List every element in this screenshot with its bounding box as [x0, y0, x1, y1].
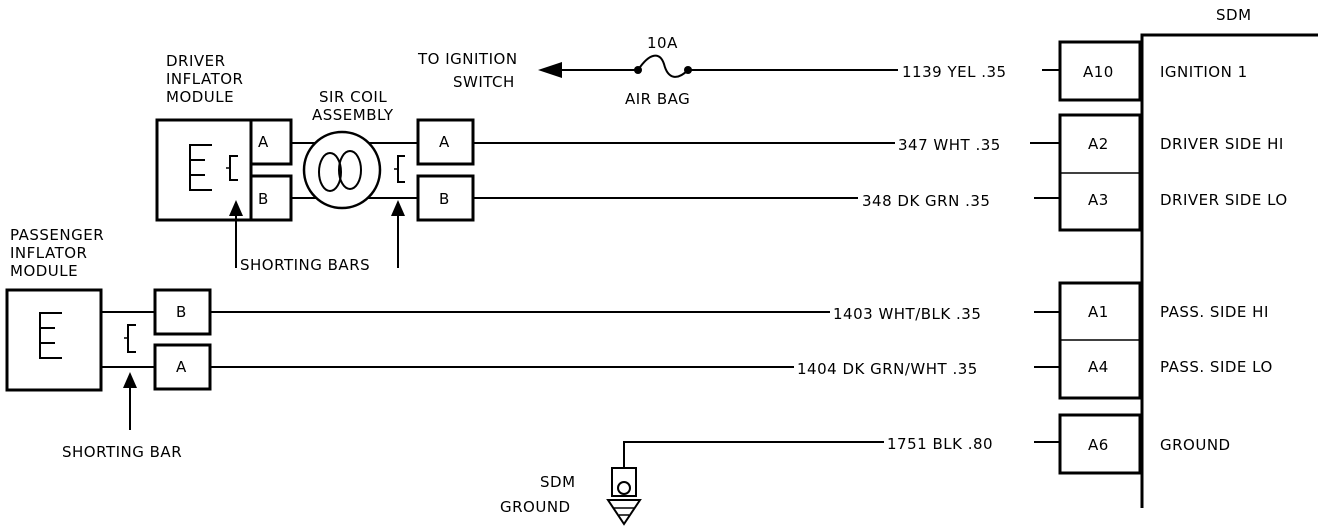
ground-icon — [606, 499, 642, 526]
sdm-connector-a10 — [1058, 40, 1142, 102]
driver-module-pin-a-box — [249, 118, 293, 166]
shorting-bars-label: SHORTING BARS — [240, 256, 370, 274]
shorting-bar-label: SHORTING BAR — [62, 443, 182, 461]
sir-coil-label-line2: ASSEMBLY — [312, 106, 394, 124]
passenger-module-pin-b-box — [153, 288, 212, 336]
driver-module-label-line3: MODULE — [166, 88, 234, 106]
wire-1751 — [623, 441, 884, 468]
passenger-module-label-line1: PASSENGER — [10, 226, 104, 244]
wire-label-347: 347 WHT .35 — [898, 136, 1001, 154]
passenger-circuit-wires: 1403 WHT/BLK .35 1404 DK GRN/WHT .35 — [210, 305, 1060, 378]
arrow-up-icon — [123, 372, 137, 388]
driver-module-pin-a: A — [258, 133, 269, 151]
shorting-bars-callout: SHORTING BARS — [229, 200, 405, 274]
sdm-function-ignition-1: IGNITION 1 — [1160, 63, 1248, 81]
passenger-inflator-module: PASSENGER INFLATOR MODULE B A — [5, 226, 212, 392]
sdm-title: SDM — [1216, 6, 1252, 24]
shorting-bar-callout: SHORTING BAR — [62, 372, 182, 461]
fuse-icon — [637, 54, 689, 78]
arrow-up-icon — [391, 200, 405, 216]
fuse-name: AIR BAG — [625, 90, 690, 108]
ground-lug-hole — [617, 481, 631, 495]
ignition-label-line1: TO IGNITION — [417, 50, 518, 68]
passenger-module-body — [5, 288, 103, 392]
sdm-pin-a6: A6 — [1088, 436, 1109, 454]
ground-circuit: 1751 BLK .80 SDM GROUND — [500, 435, 1060, 526]
sdm-connector-a6 — [1058, 413, 1142, 475]
sir-coil-pin-b: B — [439, 190, 450, 208]
sir-coil-pin-a: A — [439, 133, 450, 151]
sdm-function-driver-side-lo: DRIVER SIDE LO — [1160, 191, 1288, 209]
driver-inflator-module: DRIVER INFLATOR MODULE A B — [155, 52, 293, 222]
sdm-pin-a4: A4 — [1088, 358, 1109, 376]
driver-module-pin-b: B — [258, 190, 269, 208]
sdm-ground-label-line2: GROUND — [500, 498, 571, 516]
passenger-module-pin-a: A — [176, 358, 187, 376]
wire-label-1403: 1403 WHT/BLK .35 — [833, 305, 981, 323]
wire-label-1139: 1139 YEL .35 — [902, 63, 1007, 81]
driver-module-label-line1: DRIVER — [166, 52, 226, 70]
inflator-icon — [39, 312, 62, 359]
sir-coil-label-line1: SIR COIL — [319, 88, 387, 106]
wire-label-1751: 1751 BLK .80 — [887, 435, 993, 453]
driver-module-pin-b-box — [249, 174, 293, 222]
passenger-module-pin-b: B — [176, 303, 187, 321]
ignition-label-line2: SWITCH — [453, 73, 515, 91]
wire-label-348: 348 DK GRN .35 — [862, 192, 990, 210]
sdm-function-pass-side-hi: PASS. SIDE HI — [1160, 303, 1269, 321]
driver-module-label-line2: INFLATOR — [166, 70, 243, 88]
sir-coil-assembly: SIR COIL ASSEMBLY A B — [291, 88, 475, 222]
wire-label-1404: 1404 DK GRN/WHT .35 — [797, 360, 978, 378]
driver-circuit-wires: 347 WHT .35 348 DK GRN .35 — [473, 136, 1060, 210]
passenger-module-label-line2: INFLATOR — [10, 244, 87, 262]
coil-icon — [302, 130, 382, 210]
sdm-module: SDM A10 IGNITION 1 A2 A3 DRIVER SIDE HI … — [1058, 6, 1318, 508]
fuse-rating: 10A — [647, 34, 678, 52]
passenger-module-label-line3: MODULE — [10, 262, 78, 280]
sdm-pin-a3: A3 — [1088, 191, 1109, 209]
arrow-up-icon — [229, 200, 243, 216]
ground-lug-icon — [611, 467, 637, 497]
arrow-to-ignition-icon — [538, 62, 562, 78]
sdm-pin-a2: A2 — [1088, 135, 1109, 153]
ignition-circuit: TO IGNITION SWITCH 10A AIR BAG 1139 YEL … — [417, 34, 1060, 108]
coil-winding — [318, 152, 342, 192]
sdm-pin-a1: A1 — [1088, 303, 1109, 321]
inflator-icon — [189, 144, 212, 191]
sdm-pin-a10: A10 — [1083, 63, 1114, 81]
shorting-bar-icon — [127, 324, 136, 353]
sdm-outline — [1140, 33, 1318, 508]
sdm-function-driver-side-hi: DRIVER SIDE HI — [1160, 135, 1284, 153]
passenger-module-pin-a-box — [153, 343, 212, 391]
sdm-function-pass-side-lo: PASS. SIDE LO — [1160, 358, 1273, 376]
coil-winding — [338, 150, 362, 190]
shorting-bar-icon — [397, 155, 405, 183]
sdm-function-ground: GROUND — [1160, 436, 1231, 454]
sdm-ground-label-line1: SDM — [540, 473, 576, 491]
